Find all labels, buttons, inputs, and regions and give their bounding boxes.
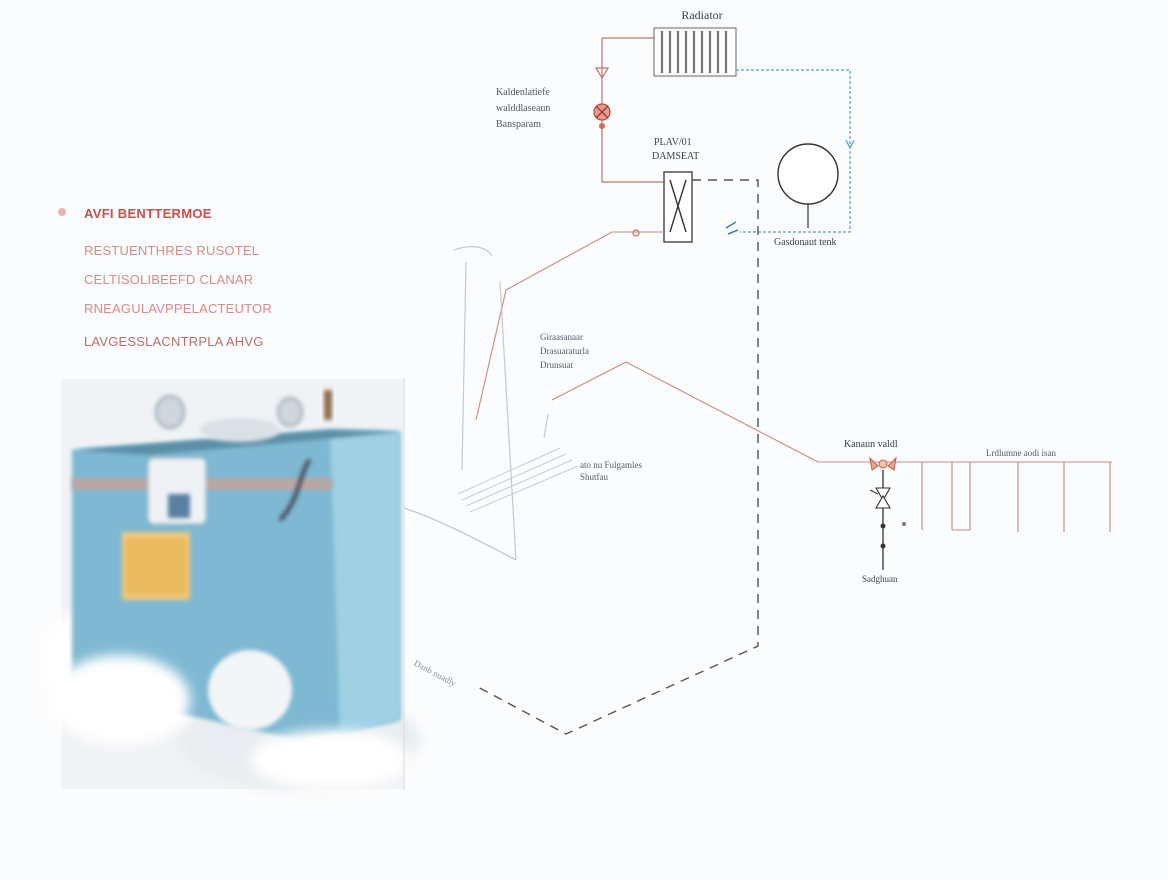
mixing-valve-label-line2: DAMSEAT <box>652 151 700 162</box>
manifold-slats <box>457 447 579 513</box>
legend: AVFI BENTTERMOE RESTUENTHRES RUSOTEL CEL… <box>58 206 272 349</box>
mid-pipe-label-line3: Drunsuat <box>540 360 573 370</box>
mid-pipe-label-line2: Drasuaraturla <box>540 346 589 356</box>
control-dashed-line <box>475 179 759 735</box>
expansion-tank-label: Gasdonaut tenk <box>774 237 837 248</box>
boiler-photo-image <box>40 379 420 790</box>
zone-valve-icon <box>869 456 906 570</box>
valve-left-label-line2: walddlaseaun <box>496 103 551 114</box>
legend-line-2: CELTISOLIBEEFD CLANAR <box>84 272 254 287</box>
mixing-valve-icon <box>663 171 693 243</box>
legend-line-4: LAVGESSLACNTRPLA AHVG <box>84 334 264 349</box>
drain-label: Sadghuan <box>862 574 898 584</box>
legend-line-3: RNEAGULAVPPELACTEUTOR <box>84 301 272 316</box>
mid-right-label-line2: Shutfau <box>580 472 608 482</box>
legend-line-1: RESTUENTHRES RUSOTEL <box>84 243 260 258</box>
legend-bullet-icon <box>58 208 66 216</box>
pump-valve-icon <box>593 67 611 129</box>
mid-right-label-line1: ato nu Fulgamles <box>580 460 642 470</box>
radiator-return-pipe <box>736 69 851 233</box>
valve-left-label-line1: Kaldenlatiefe <box>496 87 550 98</box>
boiler-outlet-pipe <box>403 507 517 561</box>
expansion-tank-icon <box>777 143 839 228</box>
valve-left-label-line3: Bansparam <box>496 119 541 130</box>
mid-pipe-label-line1: Giraasanaar <box>540 332 583 342</box>
radiator-label: Radiator <box>681 8 723 22</box>
zone-valve-label: Kanaun valdl <box>844 439 898 450</box>
main-supply-pipe <box>551 361 1112 463</box>
legend-heading: AVFI BENTTERMOE <box>84 206 212 221</box>
mixing-valve-label-line1: PLAV/01 <box>654 137 692 148</box>
radiator-icon <box>653 27 737 77</box>
boiler-connection-pipes <box>453 246 549 561</box>
heating-loop-label: Lrdlumne aodi isan <box>986 448 1056 458</box>
supply-pipe-left <box>475 231 664 421</box>
heating-loop-drops <box>921 462 1111 532</box>
